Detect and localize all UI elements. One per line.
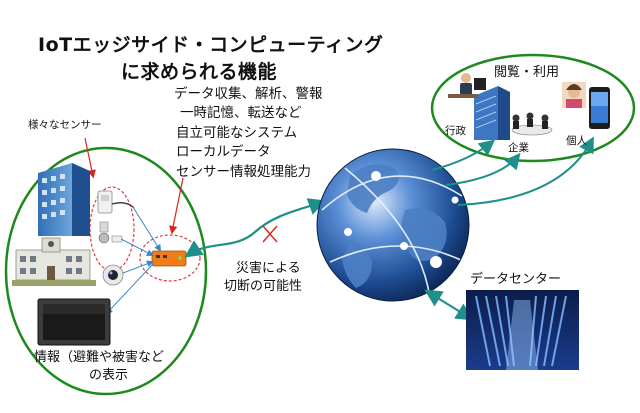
requirement-item: データ収集、解析、警報 xyxy=(174,85,323,104)
display-label-line-1: 情報（避難や被害など xyxy=(34,351,164,364)
internet-globe-icon xyxy=(317,149,469,301)
requirement-item: センサー情報処理能力 xyxy=(176,163,311,182)
requirement-item: 一時記憶、転送など xyxy=(180,104,302,123)
office-building-icon xyxy=(38,163,90,236)
edge-gateway-icon xyxy=(152,251,186,266)
users-title: 閲覧・利用 xyxy=(494,66,559,79)
cloud-to-datacenter-link xyxy=(428,292,470,318)
users-personal-label: 個人 xyxy=(566,136,587,147)
datacenter-label: データセンター xyxy=(470,273,561,286)
smartphone-icon xyxy=(589,87,610,129)
disaster-label-line-1: 災害による xyxy=(236,262,301,275)
requirement-item: 自立可能なシステム xyxy=(176,124,297,143)
users-company-label: 企業 xyxy=(508,143,529,154)
cut-mark xyxy=(263,226,277,242)
display-monitor-icon xyxy=(38,299,110,345)
display-label-line-2: の表示 xyxy=(89,369,128,382)
government-building-icon xyxy=(474,86,510,140)
disaster-label-line-2: 切断の可能性 xyxy=(224,280,302,293)
gateway-to-cloud-link xyxy=(188,202,322,255)
person-portrait-icon xyxy=(562,82,586,108)
sensor-probe-icon xyxy=(99,222,122,243)
users-gov-label: 行政 xyxy=(445,126,466,137)
school-building-icon xyxy=(12,238,96,286)
title-line-1: IoTエッジサイド・コンピューティング xyxy=(38,36,383,55)
business-meeting-icon xyxy=(512,113,552,136)
camera-sensor-icon xyxy=(103,265,123,285)
sensors-label: 様々なセンサー xyxy=(28,120,102,131)
title-line-2: に求められる機能 xyxy=(121,63,277,82)
datacenter-image xyxy=(466,290,579,370)
requirement-item: ローカルデータ xyxy=(176,143,271,162)
